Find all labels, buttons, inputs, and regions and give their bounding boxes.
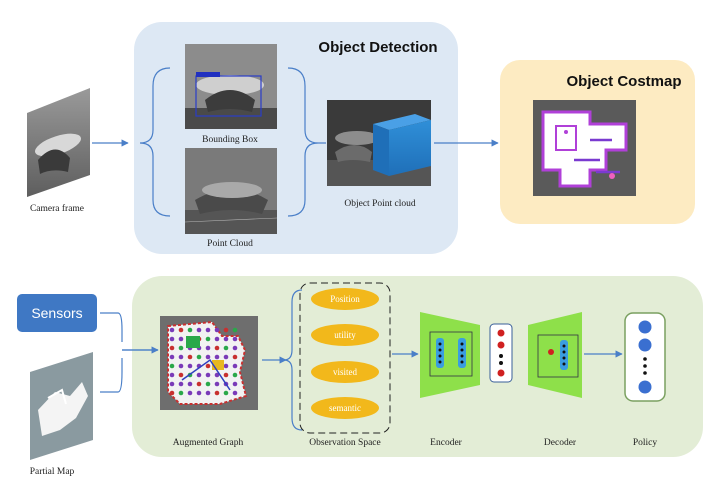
graph-node — [223, 336, 229, 342]
graph-node — [178, 336, 184, 342]
object-point-cloud-label: Object Point cloud — [344, 199, 415, 209]
graph-node — [205, 327, 211, 333]
graph-node — [232, 327, 238, 333]
decoder-label: Decoder — [544, 438, 577, 448]
partial-map-image — [30, 352, 93, 460]
bounding-box-image — [185, 44, 277, 129]
costmap-image — [533, 100, 636, 196]
graph-node — [223, 363, 229, 369]
graph-nodes — [169, 327, 238, 396]
graph-node — [232, 354, 238, 360]
camera-frame-label: Camera frame — [30, 203, 84, 214]
point-cloud-image — [184, 148, 278, 234]
object-costmap-title: Object Costmap — [566, 73, 681, 90]
graph-node — [205, 363, 211, 369]
object-detection-title: Object Detection — [318, 39, 437, 56]
observation-item-visited: visited — [333, 367, 357, 377]
graph-node — [187, 354, 193, 360]
observation-space-label: Observation Space — [309, 438, 381, 448]
graph-node — [232, 372, 238, 378]
graph-node — [169, 354, 175, 360]
graph-node — [178, 354, 184, 360]
graph-node — [232, 381, 238, 387]
graph-node — [214, 390, 220, 396]
graph-node — [223, 390, 229, 396]
graph-node — [169, 345, 175, 351]
graph-node — [232, 345, 238, 351]
graph-node — [178, 372, 184, 378]
encoder-label: Encoder — [430, 438, 462, 448]
graph-node — [187, 390, 193, 396]
graph-node — [205, 345, 211, 351]
graph-node — [205, 390, 211, 396]
graph-node — [187, 381, 193, 387]
graph-node — [214, 372, 220, 378]
latent-vector — [489, 323, 513, 383]
camera-frame-image — [27, 88, 90, 197]
graph-node — [205, 372, 211, 378]
graph-node — [196, 390, 202, 396]
graph-node — [169, 381, 175, 387]
policy-label: Policy — [633, 438, 658, 448]
encoder-block — [420, 312, 480, 398]
decoder-block — [528, 312, 582, 398]
left-brace — [139, 67, 171, 217]
observation-brace — [283, 289, 303, 431]
sensors-box: Sensors — [17, 294, 97, 332]
observation-item-position: Position — [330, 294, 360, 304]
graph-node — [169, 363, 175, 369]
graph-node — [169, 390, 175, 396]
graph-node — [178, 345, 184, 351]
graph-node — [178, 327, 184, 333]
graph-node — [232, 390, 238, 396]
graph-node — [214, 336, 220, 342]
observation-space-box — [299, 282, 391, 434]
object-point-cloud-image — [327, 100, 431, 186]
point-cloud-label: Point Cloud — [207, 239, 253, 249]
graph-node — [178, 381, 184, 387]
observation-pill-semantic: semantic — [311, 397, 379, 419]
observation-item-semantic: semantic — [329, 403, 361, 413]
policy-output — [624, 312, 666, 402]
graph-node — [214, 345, 220, 351]
observation-pill-position: Position — [311, 288, 379, 310]
graph-node — [205, 354, 211, 360]
graph-node — [196, 381, 202, 387]
graph-node — [169, 372, 175, 378]
graph-node — [232, 363, 238, 369]
bounding-box-label: Bounding Box — [202, 135, 258, 145]
graph-node — [223, 372, 229, 378]
graph-node — [178, 363, 184, 369]
graph-node — [214, 327, 220, 333]
graph-node — [196, 327, 202, 333]
graph-node — [169, 327, 175, 333]
graph-node — [196, 372, 202, 378]
graph-node — [205, 336, 211, 342]
graph-node — [178, 390, 184, 396]
observation-item-utility: utility — [334, 330, 356, 340]
augmented-graph-image — [160, 316, 258, 410]
graph-node — [196, 354, 202, 360]
graph-node — [187, 363, 193, 369]
graph-node — [223, 345, 229, 351]
observation-pill-visited: visited — [311, 361, 379, 383]
sensors-label: Sensors — [31, 305, 82, 321]
partial-map-label: Partial Map — [30, 467, 75, 477]
augmented-graph-label: Augmented Graph — [173, 438, 244, 448]
graph-node — [205, 381, 211, 387]
graph-node — [223, 354, 229, 360]
graph-node — [214, 354, 220, 360]
graph-node — [169, 336, 175, 342]
graph-node — [214, 381, 220, 387]
graph-node — [223, 327, 229, 333]
observation-pill-utility: utility — [311, 324, 379, 346]
graph-node — [232, 336, 238, 342]
graph-node — [187, 327, 193, 333]
